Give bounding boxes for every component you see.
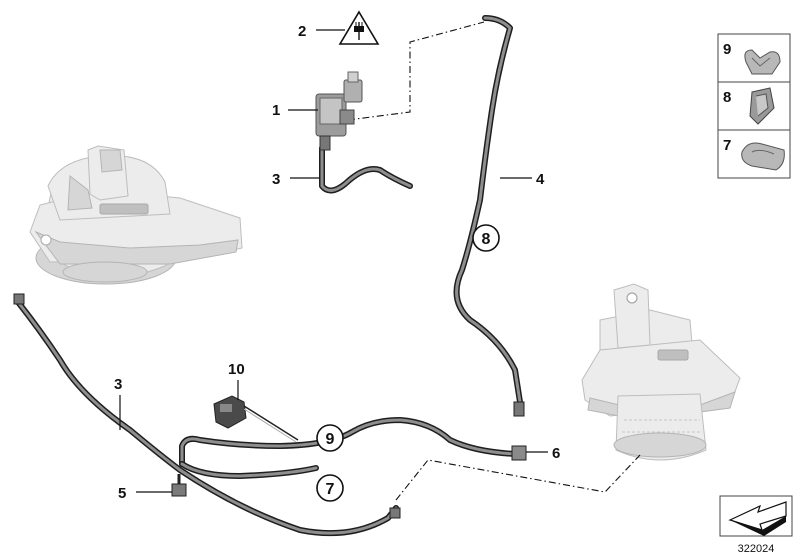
arrow-navigation-icon[interactable]: [719, 495, 793, 537]
electrical-plug-warning-icon: [338, 10, 380, 45]
circled-label-8: 8: [482, 231, 491, 248]
legend-number-7: 7: [723, 137, 731, 154]
engine-mount-right: [581, 283, 741, 461]
circled-label-7: 7: [326, 481, 335, 498]
label-part-4: 4: [536, 171, 545, 188]
clip-double-icon: [744, 49, 781, 75]
diagram-id: 322024: [738, 543, 775, 555]
label-part-3-left: 3: [114, 376, 122, 393]
label-part-5: 5: [118, 485, 126, 502]
label-part-1: 1: [272, 102, 280, 119]
clip-bracket-icon: [749, 87, 775, 125]
legend-number-9: 9: [723, 41, 731, 58]
circled-label-9: 9: [326, 431, 335, 448]
label-part-2: 2: [298, 23, 306, 40]
label-part-6: 6: [552, 445, 560, 462]
fittings: [13, 293, 527, 519]
label-part-3-top: 3: [272, 171, 280, 188]
label-part-10: 10: [228, 361, 245, 378]
clip-single-icon: [741, 142, 785, 171]
hoses: [15, 15, 523, 537]
legend-box: 9 8 7: [717, 33, 791, 179]
legend-number-8: 8: [723, 89, 731, 106]
circled-labels: 8 9 7: [316, 224, 500, 502]
engine-mount-left: [29, 145, 243, 285]
connection-lines: [347, 21, 641, 501]
part-labels: 2 1 3 4 3 10 5 6: [114, 23, 560, 502]
sensor-part: [213, 395, 299, 443]
solenoid-valve: [315, 71, 363, 151]
